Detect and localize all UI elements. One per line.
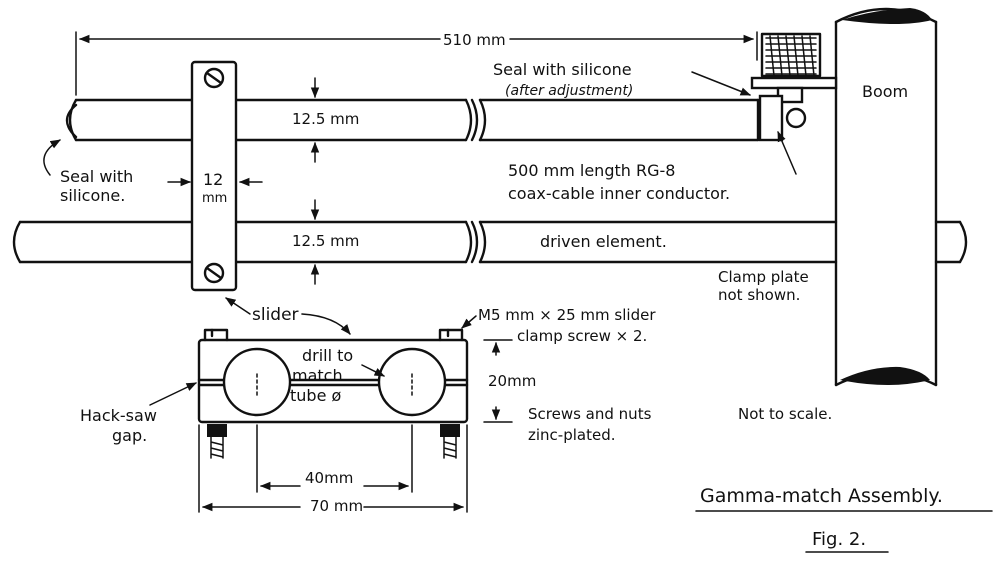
seal-top-arrow (691, 71, 751, 96)
hacksaw-label-1: Hack-saw (80, 406, 157, 425)
dimension-20mm (483, 339, 513, 423)
figure-number: Fig. 2. (812, 529, 866, 550)
clamp-plate-label: Clamp plate (718, 268, 809, 286)
slider-top-view (190, 60, 238, 292)
clamp-plate-label-2: not shown. (718, 286, 800, 304)
drill-label-2: match (292, 366, 343, 385)
nuts-label-1: Screws and nuts (528, 405, 652, 423)
boom-label: Boom (862, 82, 908, 101)
hacksaw-arrow (149, 382, 197, 406)
slider-arrow-right (301, 313, 351, 335)
dimension-70-label: 70 mm (310, 497, 363, 515)
dimension-510-label: 510 mm (443, 31, 506, 49)
seal-left-label-2: silicone. (60, 186, 125, 205)
drill-label-3: tube ø (290, 386, 342, 405)
seal-left-arrow (43, 139, 61, 176)
seal-left-blob (65, 103, 78, 139)
seal-left-label: Seal with (60, 167, 133, 186)
driven-element (12, 220, 968, 264)
gamma-rod (68, 98, 760, 142)
drawing-title: Gamma-match Assembly. (700, 485, 943, 507)
drill-label-1: drill to (302, 346, 353, 365)
screw-label-1: M5 mm × 25 mm slider (478, 306, 656, 324)
driven-element-label: driven element. (540, 232, 667, 251)
drill-arrow (361, 364, 385, 377)
dimension-20mm-label: 20mm (488, 372, 536, 390)
seal-top-label: Seal with silicone (493, 60, 632, 79)
coax-label-2: coax-cable inner conductor. (508, 184, 730, 203)
tube-lower-dia: 12.5 mm (292, 232, 359, 250)
dimension-40-70 (198, 424, 468, 513)
scale-note: Not to scale. (738, 405, 832, 423)
slider-clamp-side-view (197, 328, 469, 459)
coax-connector (750, 32, 838, 142)
hacksaw-label-2: gap. (112, 426, 147, 445)
nuts-label-2: zinc-plated. (528, 426, 616, 444)
screw-label-2: clamp screw × 2. (517, 327, 647, 345)
seal-top-note: (after adjustment) (505, 83, 633, 99)
coax-label-1: 500 mm length RG-8 (508, 161, 675, 180)
dimension-40-label: 40mm (305, 469, 353, 487)
tube-upper-dia: 12.5 mm (292, 110, 359, 128)
slider-label: slider (252, 305, 299, 325)
boom (834, 7, 938, 387)
coax-arrow (777, 131, 797, 175)
dimension-510 (75, 31, 758, 96)
screw-arrow (461, 315, 477, 329)
slider-arrow-left (225, 297, 251, 315)
slider-width-mm: mm (202, 191, 227, 206)
slider-width-12: 12 (203, 170, 223, 189)
